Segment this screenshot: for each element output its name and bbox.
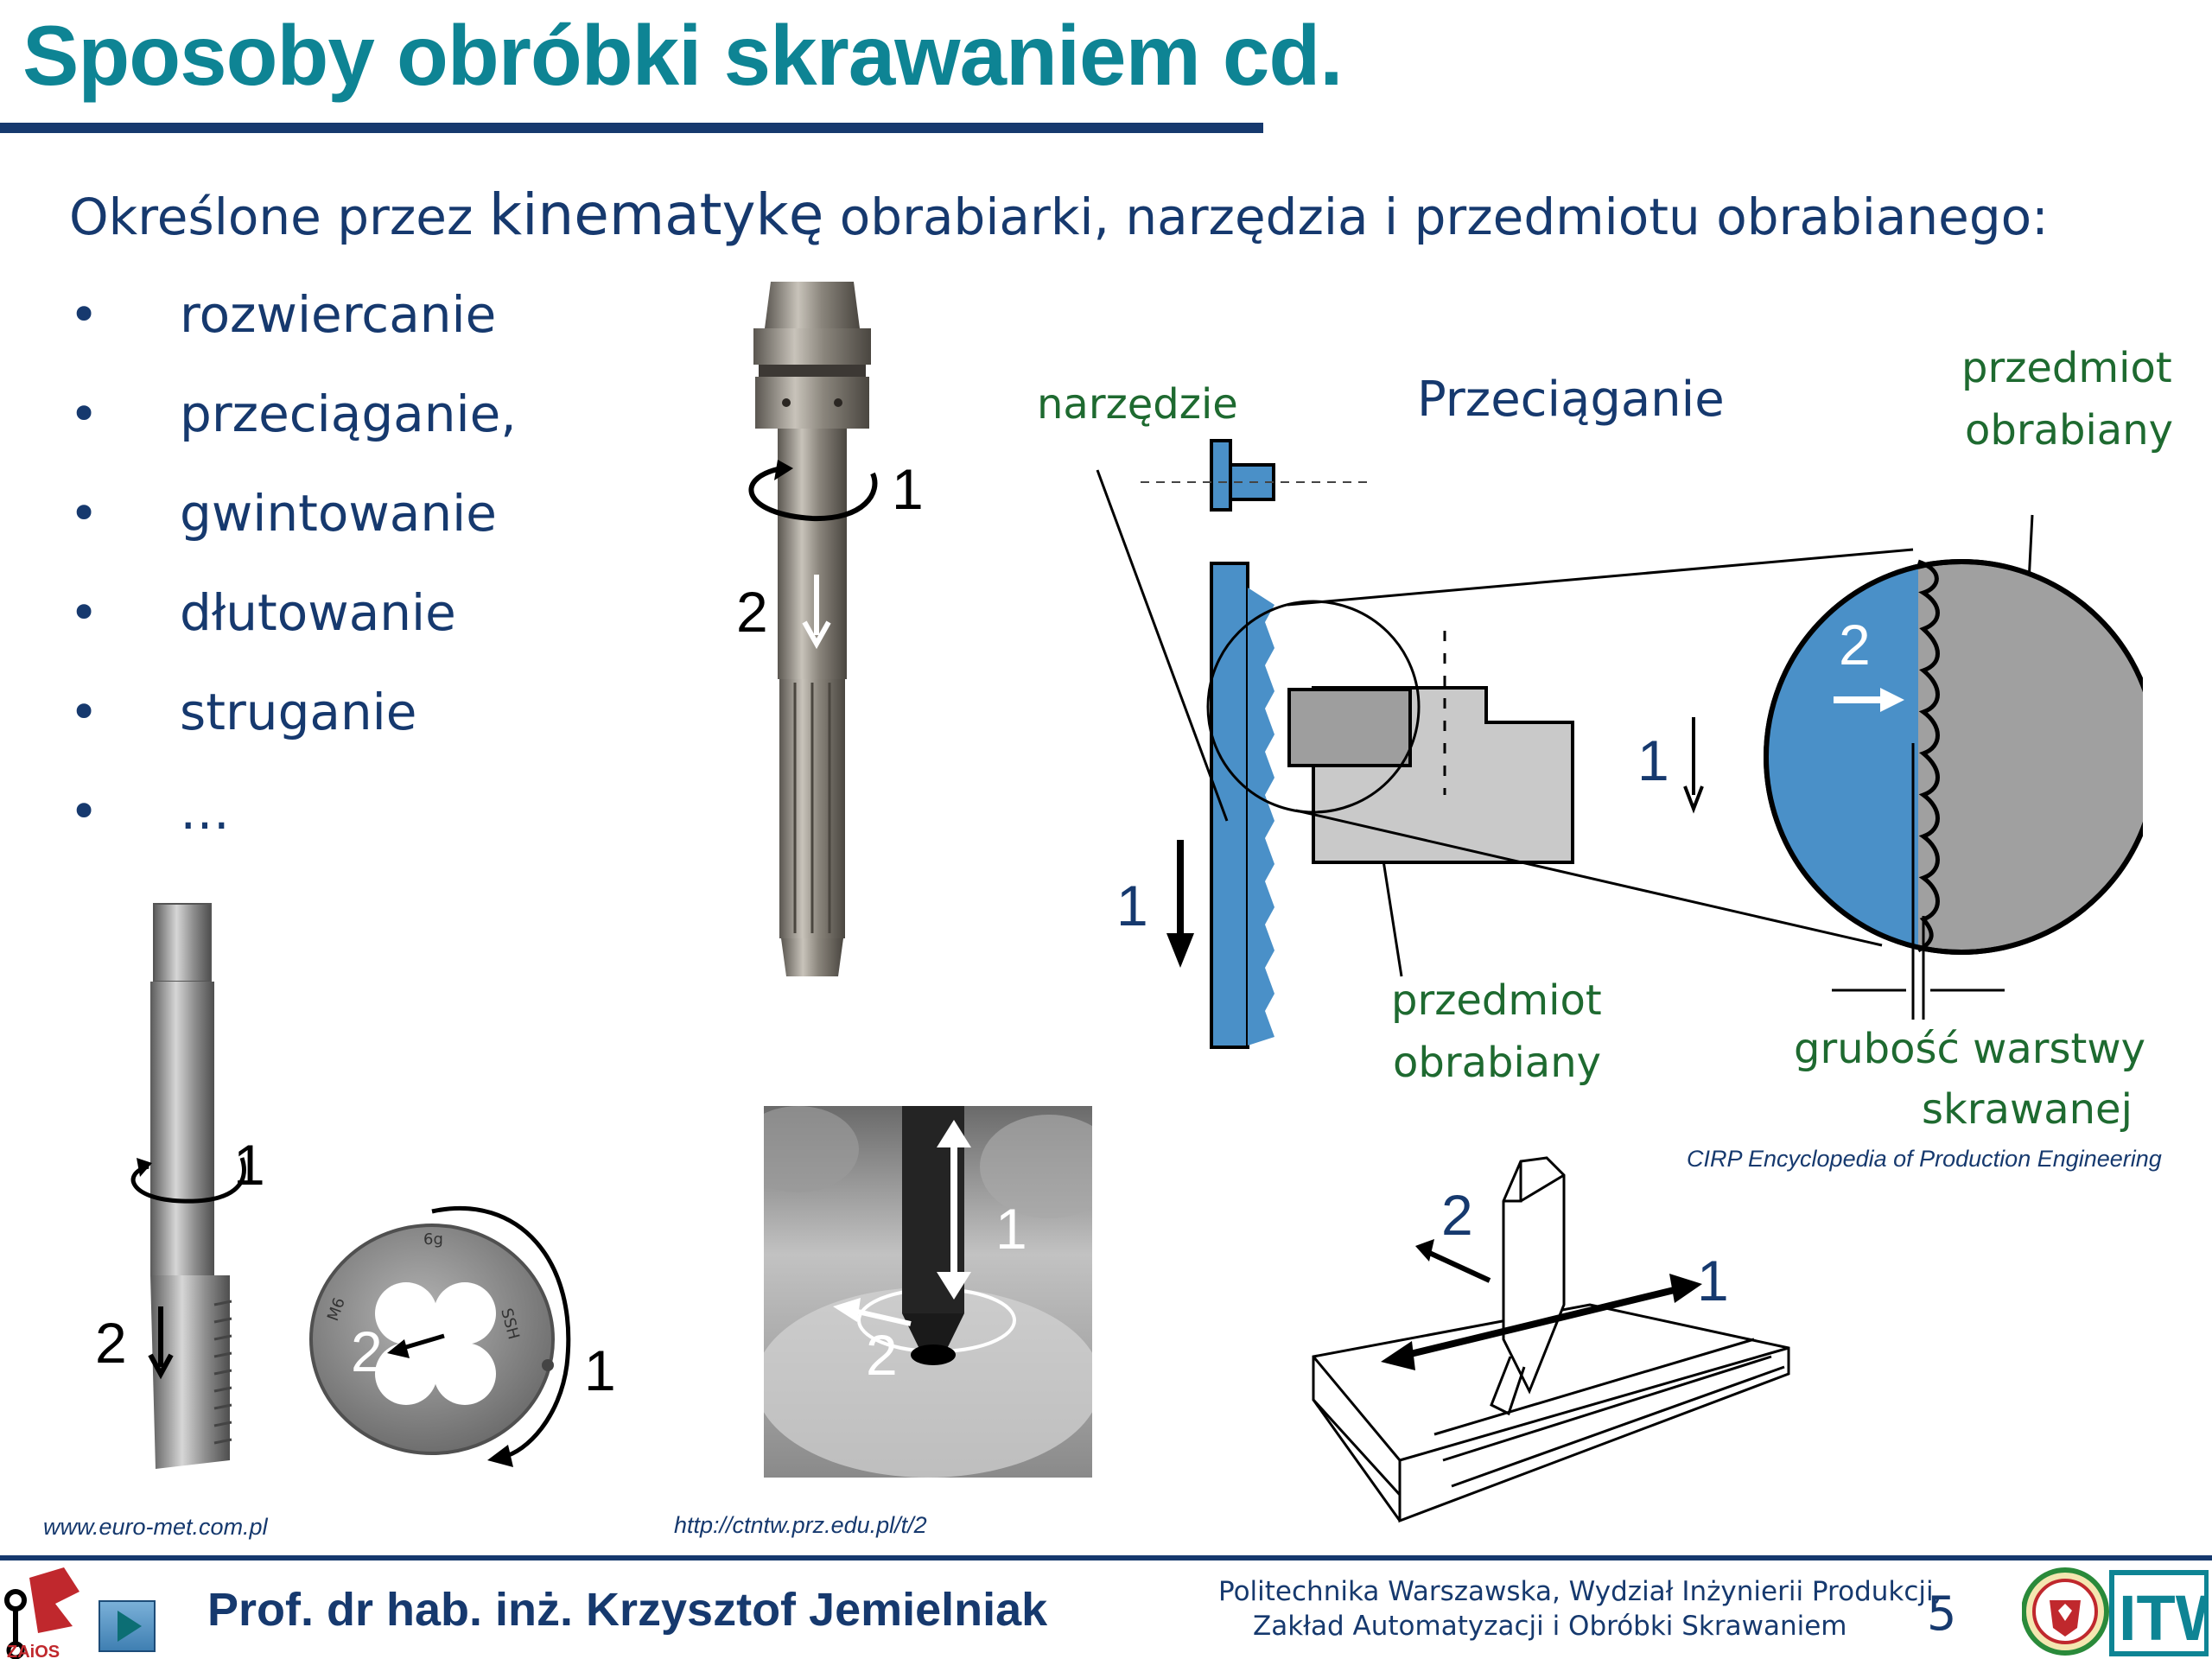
intro-before: Określone przez (69, 188, 489, 246)
intro-after: obrabiarki, narzędzia i przedmiotu obrab… (823, 188, 2049, 246)
footer-divider (0, 1555, 2212, 1560)
die-mark-6g: 6g (423, 1230, 443, 1249)
tap-label-2: 2 (95, 1311, 127, 1375)
die-illustration: 6g M6 SSH (309, 1205, 571, 1467)
play-icon (118, 1611, 142, 1642)
planing-illustration (1312, 1156, 1790, 1523)
institution-line-1: Politechnika Warszawska, Wydział Inżynie… (1218, 1576, 1942, 1607)
bullet-dot: • (69, 782, 99, 841)
bullet-text: rozwiercanie (180, 285, 497, 344)
die-label-2: 2 (351, 1319, 383, 1383)
workpiece-top-label-2: obrabiany (1965, 406, 2174, 454)
bullet-dot: • (69, 583, 99, 642)
bullet-dot: • (69, 683, 99, 741)
broaching-diagram (1096, 439, 2143, 1049)
bullet-text: struganie (180, 683, 417, 741)
broaching-feed-label: 1 (1116, 874, 1148, 938)
chip-thickness-label-2: skrawanej (1922, 1085, 2133, 1134)
slide-title: Sposoby obróbki skrawaniem cd. (22, 8, 1344, 103)
intro-keyword: kinematykę (488, 181, 824, 248)
bullet-dot: • (69, 385, 99, 443)
slotting-label-1: 1 (995, 1197, 1027, 1261)
bullet-text: … (180, 782, 230, 841)
play-button[interactable] (99, 1600, 156, 1652)
bullet-dot: • (69, 285, 99, 344)
page-number: 5 (1927, 1586, 1957, 1641)
chip-thickness-label-1: grubość warstwy (1794, 1025, 2146, 1073)
broaching-title: Przeciąganie (1417, 372, 1725, 428)
author-name: Prof. dr hab. inż. Krzysztof Jemielniak (207, 1584, 1048, 1636)
tap-illustration (130, 903, 246, 1469)
intro-text: Określone przez kinematykę obrabiarki, n… (69, 181, 2049, 248)
broaching-source: CIRP Encyclopedia of Production Engineer… (1687, 1146, 2162, 1172)
reamer-illustration (748, 282, 878, 976)
zaios-logo-text: ZAiOS (7, 1643, 60, 1659)
workpiece-label-1: przedmiot (1391, 976, 1602, 1025)
title-underline (0, 123, 1263, 133)
workpiece-label-2: obrabiany (1393, 1039, 1602, 1087)
itw-logo-text: ITW (2119, 1582, 2209, 1654)
zoom-depth-label: 2 (1839, 613, 1871, 677)
slotting-label-2: 2 (866, 1323, 898, 1387)
reamer-label-1: 1 (892, 457, 924, 521)
zaios-logo: ZAiOS (4, 1567, 79, 1659)
die-label-1: 1 (584, 1338, 616, 1402)
institution-line-2: Zakład Automatyzacji i Obróbki Skrawanie… (1253, 1611, 1847, 1642)
planing-label-2: 2 (1441, 1183, 1473, 1247)
workpiece-top-label-1: przedmiot (1961, 344, 2172, 392)
tap-die-source: www.euro-met.com.pl (43, 1514, 268, 1540)
bullet-text: dłutowanie (180, 583, 456, 642)
slotting-source: http://ctntw.prz.edu.pl/t/2 (674, 1512, 927, 1538)
bullet-text: przeciąganie, (180, 385, 517, 443)
bullet-dot: • (69, 484, 99, 543)
broaching-tool-label: narzędzie (1037, 380, 1238, 429)
planing-label-1: 1 (1697, 1249, 1729, 1313)
bullet-text: gwintowanie (180, 484, 497, 543)
tap-label-1: 1 (233, 1133, 265, 1197)
slotting-photo (764, 1106, 1092, 1478)
reamer-label-2: 2 (736, 580, 768, 644)
zoom-feed-label: 1 (1637, 728, 1669, 792)
university-emblem: ITW (2022, 1567, 2209, 1656)
